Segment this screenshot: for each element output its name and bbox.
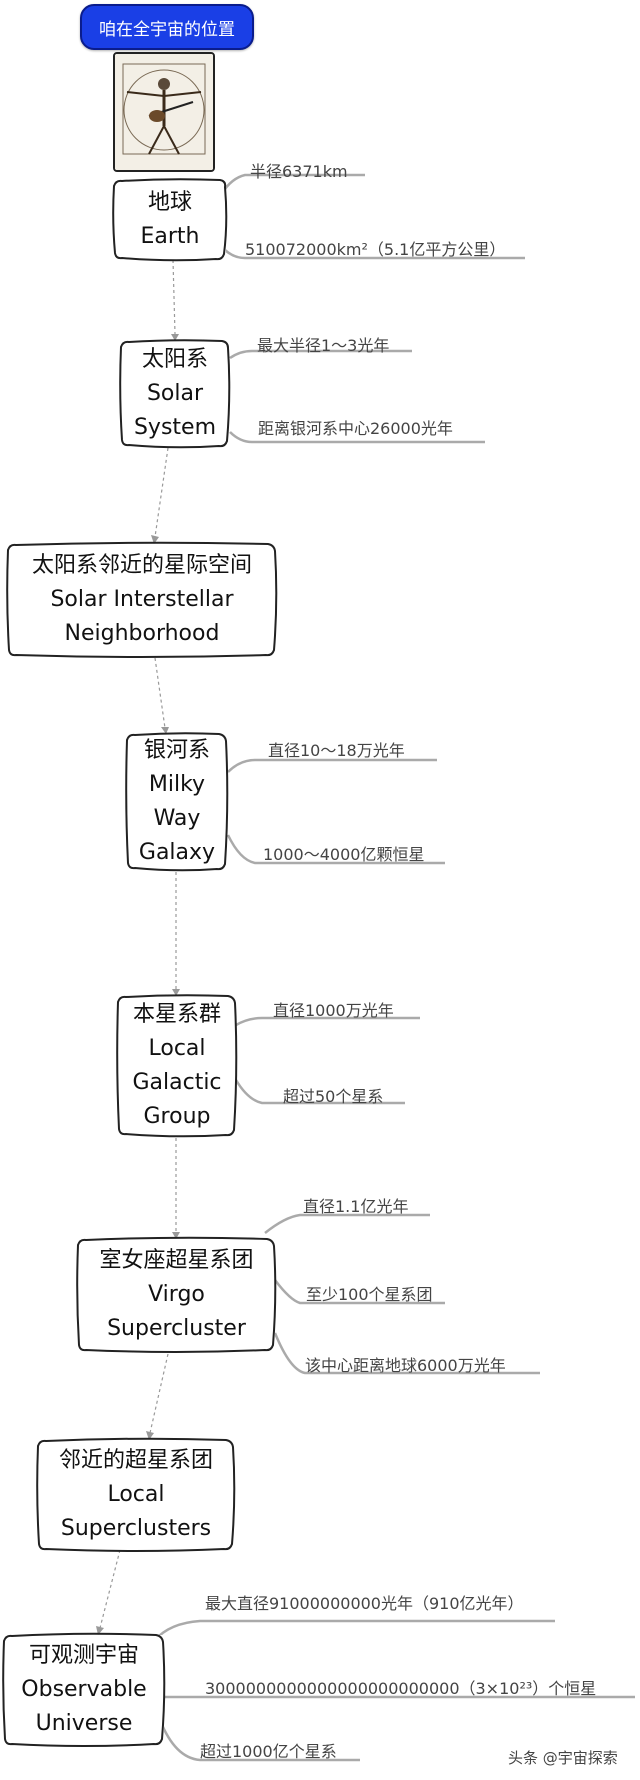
note: 该中心距离地球6000万光年	[305, 1352, 506, 1376]
node-label: Neighborhood	[32, 617, 252, 651]
note: 3000000000000000000000000（3×10²³）个恒星	[205, 1675, 596, 1699]
node-earth[interactable]: 地球 Earth	[114, 180, 226, 260]
node-label: Local	[59, 1478, 213, 1512]
node-label: Virgo	[99, 1278, 253, 1312]
note: 距离银河系中心26000光年	[258, 415, 453, 439]
node-label: Way	[139, 802, 215, 836]
note: 半径6371km	[250, 158, 348, 182]
node-label: Earth	[141, 220, 200, 254]
note: 最大半径1～3光年	[257, 332, 389, 356]
node-virgo-supercluster[interactable]: 室女座超星系团 Virgo Supercluster	[78, 1239, 275, 1351]
node-label: Solar	[134, 377, 216, 411]
node-label: Supercluster	[99, 1312, 253, 1346]
note: 直径10～18万光年	[268, 737, 405, 761]
node-label: Galaxy	[139, 836, 215, 870]
node-label: System	[134, 411, 216, 445]
node-label: 本星系群	[132, 998, 221, 1032]
node-label: Universe	[21, 1707, 146, 1741]
node-label: 银河系	[139, 734, 215, 768]
note: 最大直径91000000000光年（910亿光年）	[205, 1590, 524, 1614]
node-observable-universe[interactable]: 可观测宇宙 Observable Universe	[4, 1635, 164, 1745]
node-label: 地球	[141, 186, 200, 220]
node-label: Observable	[21, 1673, 146, 1707]
node-solar-interstellar-neighborhood[interactable]: 太阳系邻近的星际空间 Solar Interstellar Neighborho…	[8, 544, 276, 656]
node-label: 室女座超星系团	[99, 1244, 253, 1278]
node-label: Milky	[139, 768, 215, 802]
node-label: Local	[132, 1032, 221, 1066]
node-label: Solar Interstellar	[32, 583, 252, 617]
node-label: Galactic	[132, 1066, 221, 1100]
node-label: 太阳系邻近的星际空间	[32, 549, 252, 583]
node-label: 太阳系	[134, 343, 216, 377]
node-label: Superclusters	[59, 1512, 213, 1546]
node-milky-way-galaxy[interactable]: 银河系 Milky Way Galaxy	[127, 734, 227, 870]
node-label: 可观测宇宙	[21, 1639, 146, 1673]
note: 超过1000亿个星系	[200, 1738, 337, 1762]
node-solar-system[interactable]: 太阳系 Solar System	[121, 341, 229, 447]
node-label: 邻近的超星系团	[59, 1444, 213, 1478]
note: 至少100个星系团	[306, 1281, 433, 1305]
note: 直径1.1亿光年	[303, 1193, 408, 1217]
node-label: Group	[132, 1100, 221, 1134]
node-local-galactic-group[interactable]: 本星系群 Local Galactic Group	[118, 996, 236, 1136]
note: 510072000km²（5.1亿平方公里）	[245, 236, 505, 260]
note: 1000～4000亿颗恒星	[263, 841, 424, 865]
note: 直径1000万光年	[273, 997, 394, 1021]
note: 超过50个星系	[283, 1083, 383, 1107]
node-local-superclusters[interactable]: 邻近的超星系团 Local Superclusters	[38, 1440, 234, 1550]
